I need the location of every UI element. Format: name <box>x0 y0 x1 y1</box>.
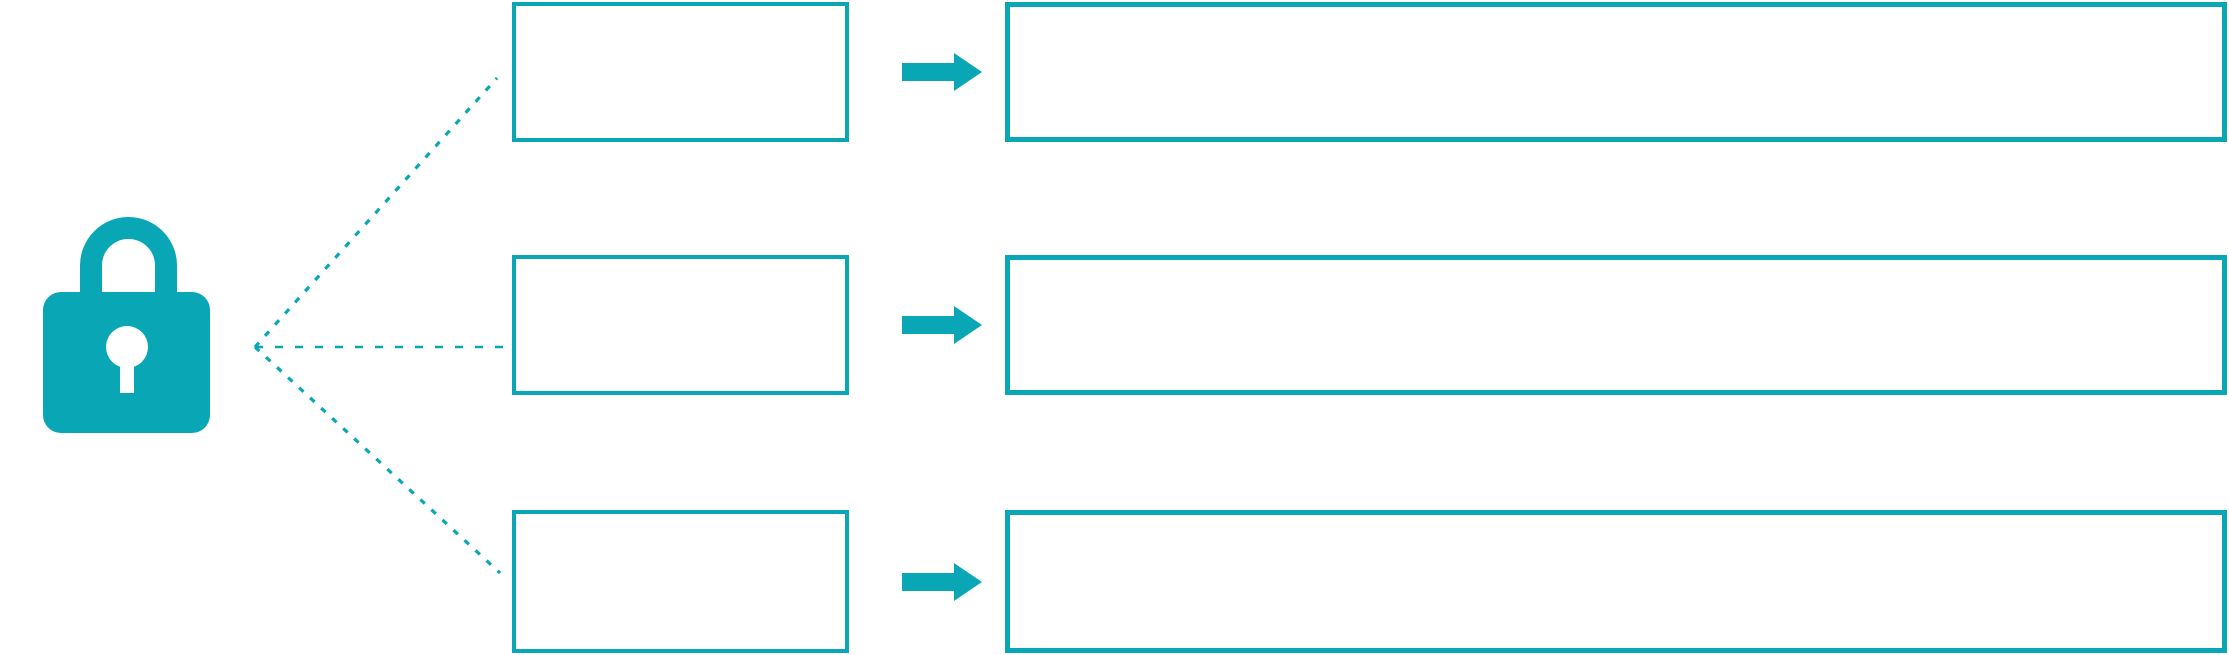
flow-row-3 <box>0 510 2229 653</box>
right-arrow-shape <box>902 53 982 91</box>
connector-line-bottom <box>253 345 502 575</box>
flow-row-2 <box>0 255 2229 395</box>
right-arrow-icon <box>902 53 982 91</box>
connector-line-top <box>253 76 499 349</box>
description-box-3 <box>1005 510 2227 653</box>
right-arrow-shape <box>902 306 982 344</box>
category-box-1 <box>512 2 849 142</box>
flow-row-1 <box>0 2 2229 142</box>
keyhole-stem <box>120 350 134 393</box>
description-box-1 <box>1005 2 2227 142</box>
padlock-shackle <box>80 217 177 306</box>
right-arrow-icon <box>902 562 982 601</box>
keyhole-icon <box>106 326 148 368</box>
description-box-2 <box>1005 255 2227 395</box>
padlock-icon <box>43 217 210 433</box>
right-arrow-shape <box>902 562 982 601</box>
category-box-2 <box>512 255 849 395</box>
right-arrow-icon <box>902 306 982 344</box>
category-box-3 <box>512 510 849 653</box>
